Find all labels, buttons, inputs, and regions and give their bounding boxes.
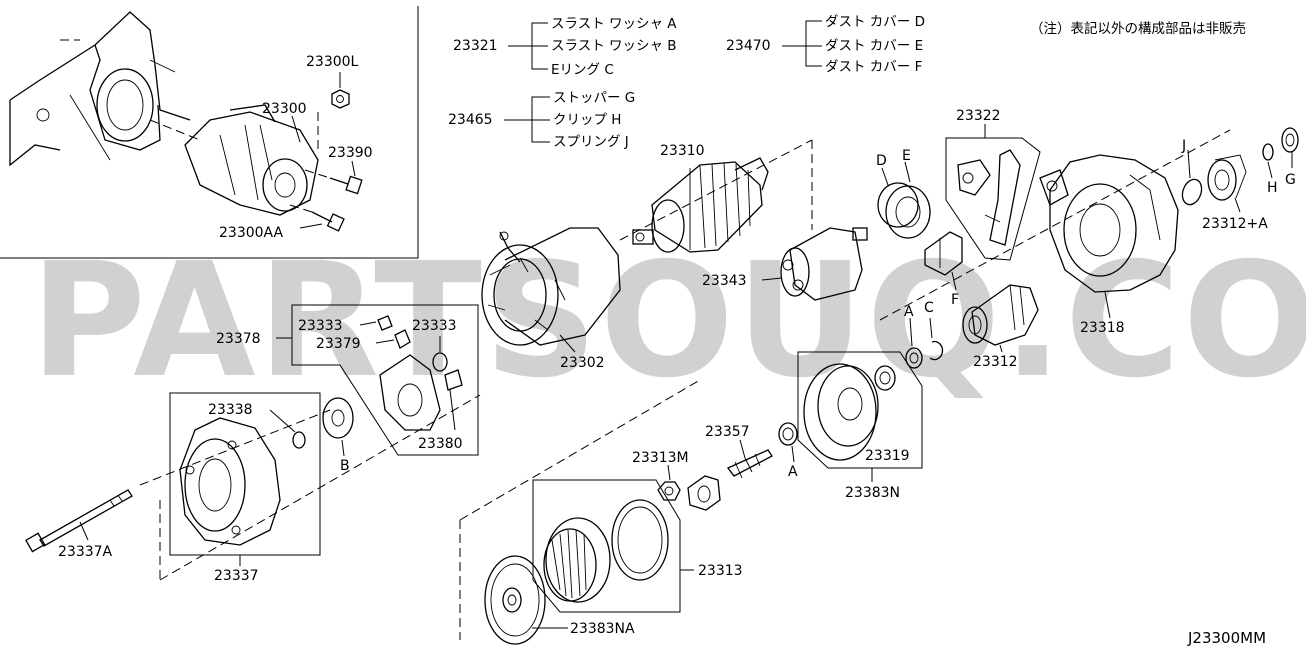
part-gear-23313M: [657, 464, 721, 511]
part-ering-C: [929, 317, 944, 361]
callout-23310: 23310: [660, 143, 705, 159]
letter-F: F: [951, 292, 959, 308]
callout-23322: 23322: [956, 108, 1001, 124]
callout-23337A: 23337A: [58, 544, 113, 560]
letter-A-lower: A: [788, 464, 798, 480]
group-23470-code: 23470: [726, 38, 771, 54]
letter-C: C: [924, 300, 934, 316]
part-stopper-G: [1281, 127, 1299, 168]
inset-engine-block: [9, 11, 201, 167]
callout-23312A: 23312+A: [1202, 216, 1268, 232]
callout-23300L: 23300L: [306, 54, 359, 70]
callout-23333-right: 23333: [412, 318, 457, 334]
group-23470: 23470 ダスト カバー D ダスト カバー E ダスト カバー F: [726, 14, 925, 75]
part-front-cover-23383NA: [484, 555, 568, 645]
inset-bolt-23300AA: [289, 204, 345, 232]
group-23321-item-c: Eリング C: [551, 62, 614, 78]
group-23321: 23321 スラスト ワッシャ A スラスト ワッシャ B Eリング C: [453, 16, 677, 78]
callout-23380: 23380: [418, 436, 463, 452]
callout-23383NA: 23383NA: [570, 621, 635, 637]
letter-B: B: [340, 458, 350, 474]
callout-23313: 23313: [698, 563, 743, 579]
box-23378: [291, 304, 479, 456]
part-dust-cover-f: [924, 231, 963, 291]
inset-frame: [0, 6, 419, 259]
callout-23319: 23319: [865, 448, 910, 464]
box-23322: [945, 137, 1041, 261]
letter-E: E: [902, 148, 911, 164]
callout-23343: 23343: [702, 273, 747, 289]
part-dust-cover-d-e: [877, 161, 931, 239]
callout-23300AA: 23300AA: [219, 225, 284, 241]
part-drive-23312: [962, 284, 1039, 353]
inset-nut-23300L: [331, 72, 350, 109]
part-yoke-23302: [481, 227, 621, 346]
letter-J: J: [1181, 138, 1186, 154]
group-23470-item-f: ダスト カバー F: [825, 59, 922, 75]
callout-23300: 23300: [262, 101, 307, 117]
inset-starter-motor: [184, 104, 319, 216]
group-23321-item-a: スラスト ワッシャ A: [551, 16, 677, 32]
part-shaft-23357: [726, 439, 773, 479]
callout-23378: 23378: [216, 331, 261, 347]
group-23465-code: 23465: [448, 112, 493, 128]
group-23465: 23465 ストッパー G クリップ H スプリング J: [448, 90, 635, 150]
letter-D: D: [876, 153, 887, 169]
part-solenoid-23343: [780, 227, 868, 301]
inset-bolt-23390: [304, 169, 363, 195]
group-23470-item-e: ダスト カバー E: [825, 38, 923, 54]
watermark: PARTSOUQ.COM: [30, 229, 1306, 413]
group-23321-item-b: スラスト ワッシャ B: [551, 38, 677, 54]
callout-23338: 23338: [208, 402, 253, 418]
part-armature-23310: [632, 157, 769, 253]
note-text: （注）表記以外の構成部品は非販売: [1030, 20, 1246, 37]
part-washer-A-upper: [905, 317, 923, 369]
part-pinion-23312A: [1207, 154, 1247, 213]
group-23321-code: 23321: [453, 38, 498, 54]
box-23383N: [797, 351, 923, 469]
group-23465-item-g: ストッパー G: [553, 90, 635, 106]
group-23465-item-h: クリップ H: [553, 112, 621, 128]
letter-H: H: [1267, 180, 1278, 196]
drawing-code: J23300MM: [1187, 629, 1266, 647]
part-spring-J: [1181, 149, 1203, 206]
letter-G: G: [1285, 172, 1296, 188]
part-clip-H: [1262, 143, 1274, 179]
box-23337: [169, 392, 321, 556]
callout-23390: 23390: [328, 145, 373, 161]
callout-23302: 23302: [560, 355, 605, 371]
callout-23379: 23379: [316, 336, 361, 352]
callout-23333-left: 23333: [298, 318, 343, 334]
part-through-bolt-23337A: [25, 489, 133, 553]
part-washer-A-lower: [778, 422, 798, 463]
part-housing-23318: [1039, 154, 1179, 319]
part-washer-B: [322, 397, 354, 457]
callout-23383N: 23383N: [845, 485, 900, 501]
group-23470-item-d: ダスト カバー D: [825, 14, 925, 30]
callout-23318: 23318: [1080, 320, 1125, 336]
group-23465-item-j: スプリング J: [553, 134, 629, 150]
callout-23313M: 23313M: [632, 450, 689, 466]
letter-A-upper: A: [904, 304, 914, 320]
callout-23312: 23312: [973, 354, 1018, 370]
callout-23357: 23357: [705, 424, 750, 440]
callout-23337: 23337: [214, 568, 259, 584]
box-23313: [532, 479, 694, 613]
